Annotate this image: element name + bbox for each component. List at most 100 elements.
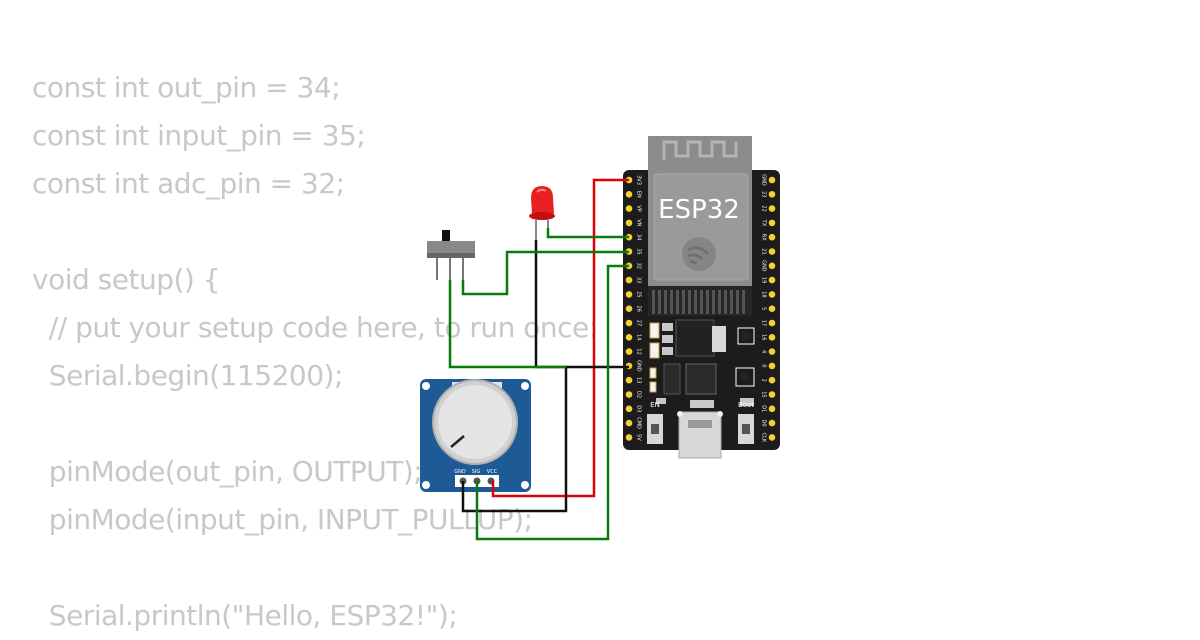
code-line[interactable]: void setup() {	[32, 263, 221, 296]
pin-label: D0	[761, 420, 767, 427]
code-line[interactable]: const int out_pin = 34;	[32, 71, 341, 104]
pin-label: RX	[761, 234, 767, 241]
pin-label: 21	[761, 248, 767, 254]
header-pin[interactable]	[768, 319, 776, 327]
header-pin[interactable]	[768, 334, 776, 341]
header-pin[interactable]	[625, 391, 633, 398]
pin-label: CMD	[636, 417, 642, 429]
left-header: 3V3ENVPVN343532332526271412GND13D2D3CMD5…	[625, 175, 642, 441]
header-pin[interactable]	[768, 376, 776, 384]
pin-label: 19	[761, 277, 767, 283]
regulator-tab	[712, 326, 726, 352]
header-pin[interactable]	[625, 305, 633, 313]
chip-label: ESP32	[658, 195, 740, 225]
header-pin[interactable]	[625, 348, 633, 355]
header-pin[interactable]	[625, 191, 633, 198]
wire-black-gnd	[461, 365, 629, 513]
header-pin[interactable]	[768, 191, 776, 198]
header-pin[interactable]	[768, 405, 776, 413]
header-pin[interactable]	[625, 419, 633, 427]
rf-shield	[653, 173, 749, 281]
pin-label: D3	[636, 405, 642, 412]
en-button[interactable]: EN	[647, 401, 663, 444]
pot-pin-gnd: GND	[454, 469, 466, 475]
header-pin[interactable]	[768, 434, 776, 441]
header-pin[interactable]	[625, 219, 633, 227]
header-pin[interactable]	[768, 233, 776, 241]
pin-label: VN	[636, 219, 642, 226]
header-pin[interactable]	[768, 391, 776, 398]
header-pin[interactable]	[768, 262, 776, 270]
code-line[interactable]: Serial.begin(115200);	[32, 359, 344, 392]
pin-label: 35	[636, 248, 642, 254]
wire-green-led	[546, 228, 629, 239]
espressif-logo-icon	[682, 237, 716, 271]
pin-label: 13	[636, 377, 642, 383]
code-line[interactable]: const int adc_pin = 32;	[32, 167, 345, 200]
pin-label: EN	[636, 191, 642, 198]
pin-label: GND	[761, 260, 767, 272]
code-line[interactable]: pinMode(input_pin, INPUT_PULLUP);	[32, 503, 533, 536]
code-line[interactable]: const int input_pin = 35;	[32, 119, 366, 152]
pin-label: TX	[761, 219, 767, 227]
header-pin[interactable]	[625, 405, 633, 413]
header-pin[interactable]	[625, 319, 633, 327]
header-pin[interactable]	[625, 434, 633, 441]
pin-label: 14	[636, 334, 642, 340]
potentiometer[interactable]: GND SIG VCC	[420, 379, 531, 492]
header-pin[interactable]	[768, 348, 776, 355]
pin-label: 17	[761, 320, 767, 326]
pin-label: 27	[636, 320, 642, 326]
code-editor[interactable]: const int out_pin = 34; const int input_p…	[32, 64, 598, 640]
pin-label: 25	[636, 291, 642, 297]
micro-usb-port[interactable]	[678, 411, 722, 459]
pin-label: 3V3	[636, 175, 642, 185]
header-pin[interactable]	[768, 219, 776, 227]
wire-red-vcc	[491, 178, 629, 498]
header-pin[interactable]	[768, 362, 776, 370]
header-pin[interactable]	[768, 176, 776, 184]
pin-label: 33	[636, 277, 642, 283]
header-pin[interactable]	[625, 334, 633, 341]
pin-label: 16	[761, 334, 767, 340]
wire-green-sig	[475, 264, 629, 541]
red-led[interactable]	[529, 186, 555, 240]
boot-button[interactable]: Boot	[738, 401, 754, 444]
header-pin[interactable]	[625, 205, 633, 212]
pin-label: VP	[636, 205, 642, 211]
pin-label: 26	[636, 306, 642, 312]
header-pin[interactable]	[768, 248, 776, 255]
pot-knob[interactable]	[438, 385, 512, 459]
code-line[interactable]: Serial.println("Hello, ESP32!");	[32, 599, 458, 632]
pin-label: D1	[761, 405, 767, 412]
pin-label: 0	[761, 364, 767, 367]
esp32-board[interactable]: ESP32 EN	[623, 136, 780, 459]
pin-label: GND	[761, 174, 767, 186]
pot-pin-sig: SIG	[472, 469, 481, 475]
slide-switch[interactable]	[427, 230, 475, 280]
code-line[interactable]: // put your setup code here, to run once…	[32, 311, 598, 344]
header-pin[interactable]	[768, 291, 776, 298]
code-line[interactable]: pinMode(out_pin, OUTPUT);	[32, 455, 423, 488]
header-pin[interactable]	[625, 291, 633, 298]
pin-label: D2	[636, 391, 642, 398]
header-pin[interactable]	[768, 276, 776, 284]
pin-label: GND	[636, 360, 642, 372]
wire-green-switch	[461, 250, 629, 296]
header-pin[interactable]	[625, 376, 633, 384]
pin-label: 5	[761, 307, 767, 310]
pin-label: 18	[761, 291, 767, 297]
header-pin[interactable]	[768, 419, 776, 427]
pin-label: 34	[636, 234, 642, 240]
voltage-regulator	[675, 319, 715, 357]
header-pin[interactable]	[768, 205, 776, 212]
header-pin[interactable]	[768, 305, 776, 313]
pin-label: 12	[636, 348, 642, 354]
wire-green-switch-2	[448, 280, 566, 369]
pin-label: 23	[761, 191, 767, 197]
header-pin[interactable]	[625, 276, 633, 284]
pin-label: 32	[636, 263, 642, 269]
wires	[448, 178, 629, 541]
